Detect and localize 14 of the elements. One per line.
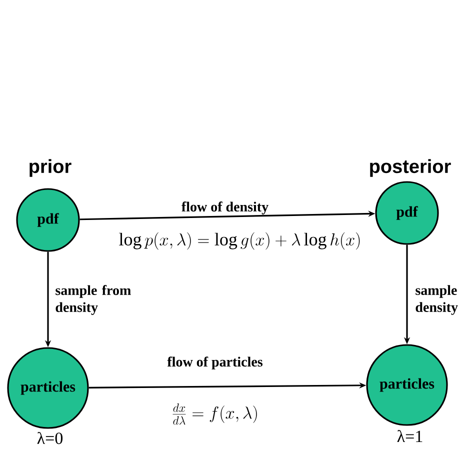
equation: $\frac{dx}{d\lambda} = f(x,\lambda)$ (172, 403, 257, 425)
circle-node: particles (366, 344, 448, 426)
edge-label: flow of particles (167, 356, 262, 370)
lambda-label: λ=0 (37, 432, 63, 444)
lambda-label: λ=1 (397, 430, 422, 442)
edge-label: sample from density (56, 285, 131, 315)
heading: prior (30, 159, 72, 177)
heading: posterior (370, 159, 451, 177)
circle-node: particles (7, 347, 89, 429)
circle-node: pdf (375, 181, 439, 245)
equation: $\log p(x,\lambda) = \log g(x) + \lambda \log h(x)$ (119, 232, 360, 250)
edge-label: flow of density (182, 202, 268, 214)
edge-label: sample density (416, 285, 458, 315)
circle-node: pdf (16, 188, 80, 252)
